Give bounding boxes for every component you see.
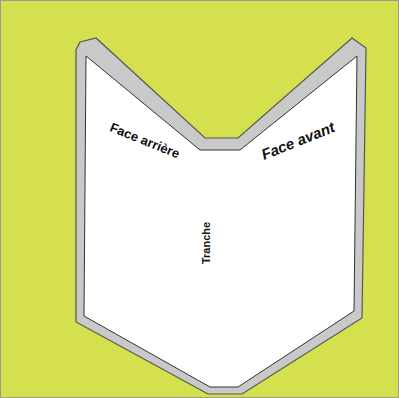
book-cover — [76, 38, 366, 394]
spine-label: Tranche — [200, 222, 212, 264]
book-pages — [84, 56, 357, 387]
